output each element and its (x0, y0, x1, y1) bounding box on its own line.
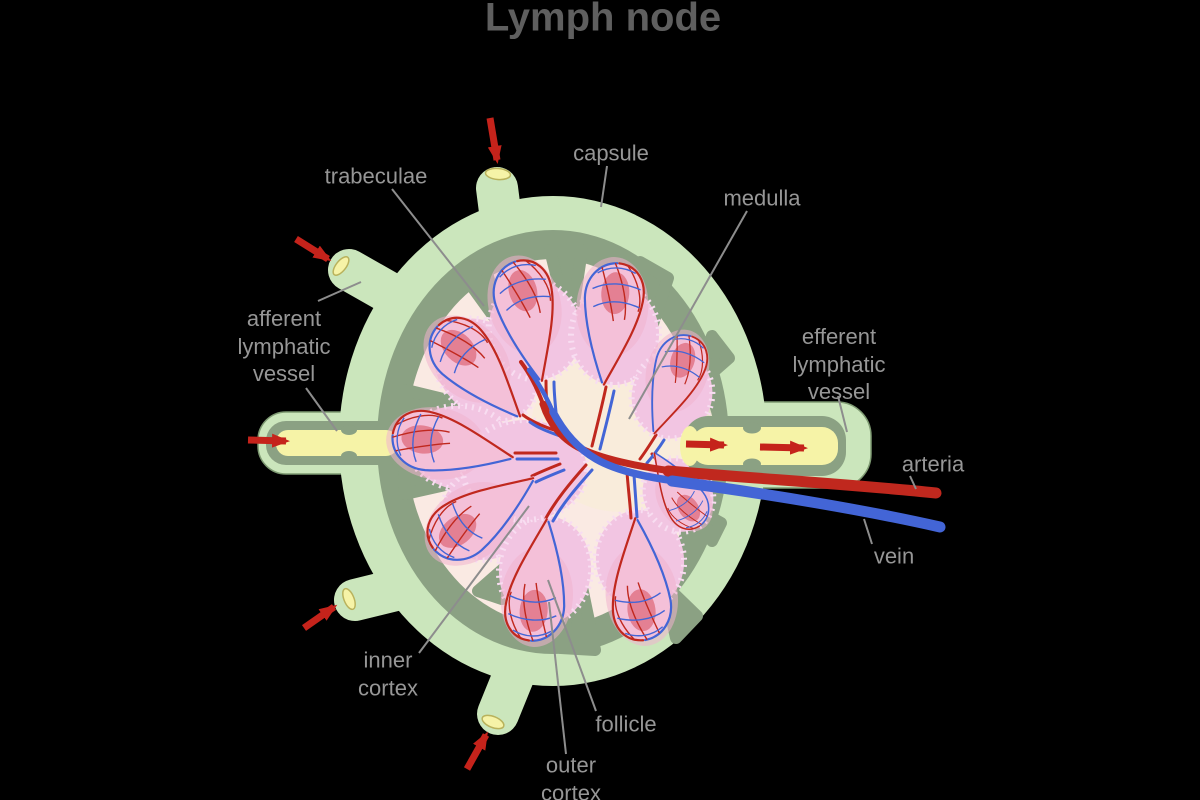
label-outer-cortex: outer cortex (541, 752, 601, 800)
vein-pointer (863, 518, 873, 545)
flow-arrow-bottom (463, 731, 490, 771)
label-afferent-lymphatic-vessel: afferent lymphatic vessel (237, 305, 331, 386)
vein-vessel (666, 475, 946, 533)
diagram-title: Lymph node (484, 0, 722, 40)
vessel-openings (332, 167, 512, 730)
flow-arrow-top (486, 117, 502, 164)
label-vein: vein (873, 543, 915, 569)
flow-arrow-lower-left (301, 604, 338, 631)
flow-arrow-efferent-2 (759, 440, 808, 455)
label-follicle: follicle (595, 711, 657, 737)
follicle-pointer (547, 579, 597, 712)
afferent-pointer-lower (305, 387, 338, 432)
flow-arrow-efferent-1 (685, 437, 728, 452)
label-capsule: capsule (573, 140, 649, 166)
arteria-vessel (662, 465, 942, 499)
label-trabeculae: trabeculae (324, 163, 428, 189)
inner-cortex-pointer (418, 505, 530, 654)
trabeculae-pointer (391, 188, 485, 307)
afferent-stub-bottom (477, 656, 534, 735)
label-medulla: medulla (723, 185, 801, 211)
label-efferent-lymphatic-vessel: efferent lymphatic vessel (792, 323, 886, 404)
pointer-lines (305, 165, 917, 755)
afferent-channel (266, 421, 408, 465)
capsule-pointer (600, 165, 608, 208)
arteria-pointer (909, 475, 917, 490)
label-arteria: arteria (901, 451, 965, 477)
outer-cortex-pointer (548, 601, 567, 755)
efferent-pointer (837, 395, 848, 433)
afferent-pointer-upper (317, 281, 362, 302)
lymph-flow-arrows (247, 117, 808, 771)
medulla-pointer (628, 210, 748, 420)
flow-arrow-upper-left (294, 236, 332, 262)
flow-arrow-left (247, 433, 290, 448)
vein-trunk (526, 367, 680, 485)
label-inner-cortex: inner cortex (358, 647, 418, 701)
